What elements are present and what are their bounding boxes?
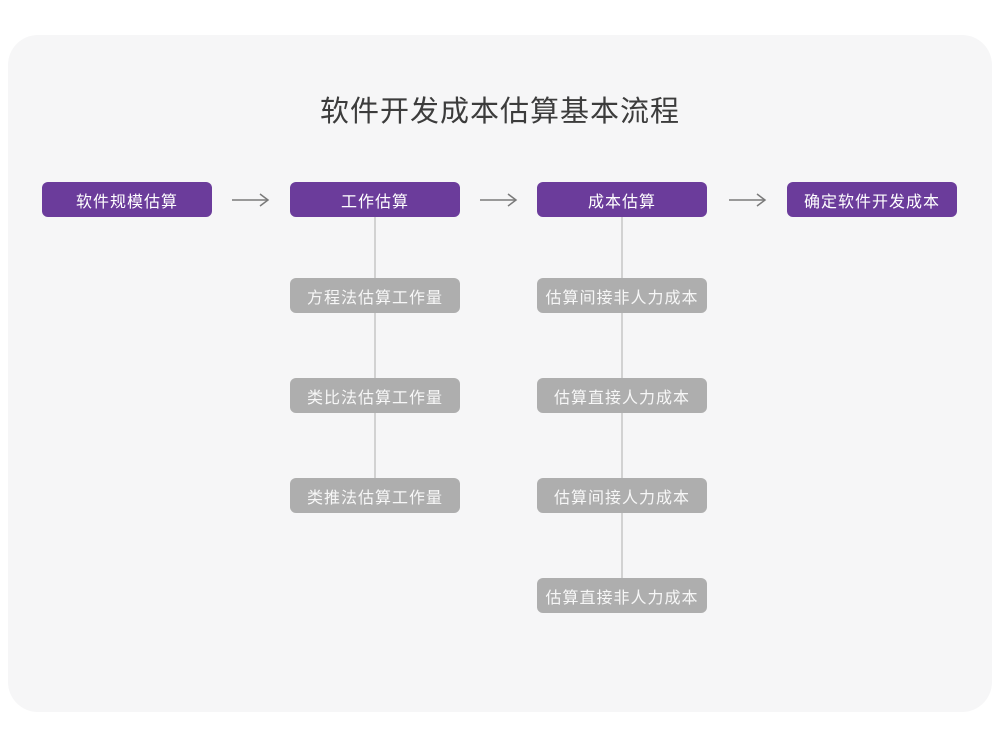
flow-step-cost-estimation: 成本估算	[537, 182, 707, 217]
flow-step-determine-cost: 确定软件开发成本	[787, 182, 957, 217]
right-arrow-icon	[232, 193, 270, 207]
method-node-analogy: 类比法估算工作量	[290, 378, 460, 413]
cost-node-indirect-labor: 估算间接人力成本	[537, 478, 707, 513]
flow-step-work-estimation: 工作估算	[290, 182, 460, 217]
connector-line-work-estimation	[374, 217, 376, 478]
right-arrow-icon	[729, 193, 767, 207]
method-node-extrapolation: 类推法估算工作量	[290, 478, 460, 513]
diagram-title: 软件开发成本估算基本流程	[319, 96, 680, 128]
diagram-card	[8, 35, 992, 712]
method-node-equation: 方程法估算工作量	[290, 278, 460, 313]
cost-node-indirect-nonlabor: 估算间接非人力成本	[537, 278, 707, 313]
flow-step-software-scale-estimation: 软件规模估算	[42, 182, 212, 217]
right-arrow-icon	[480, 193, 518, 207]
cost-node-direct-nonlabor: 估算直接非人力成本	[537, 578, 707, 613]
cost-node-direct-labor: 估算直接人力成本	[537, 378, 707, 413]
